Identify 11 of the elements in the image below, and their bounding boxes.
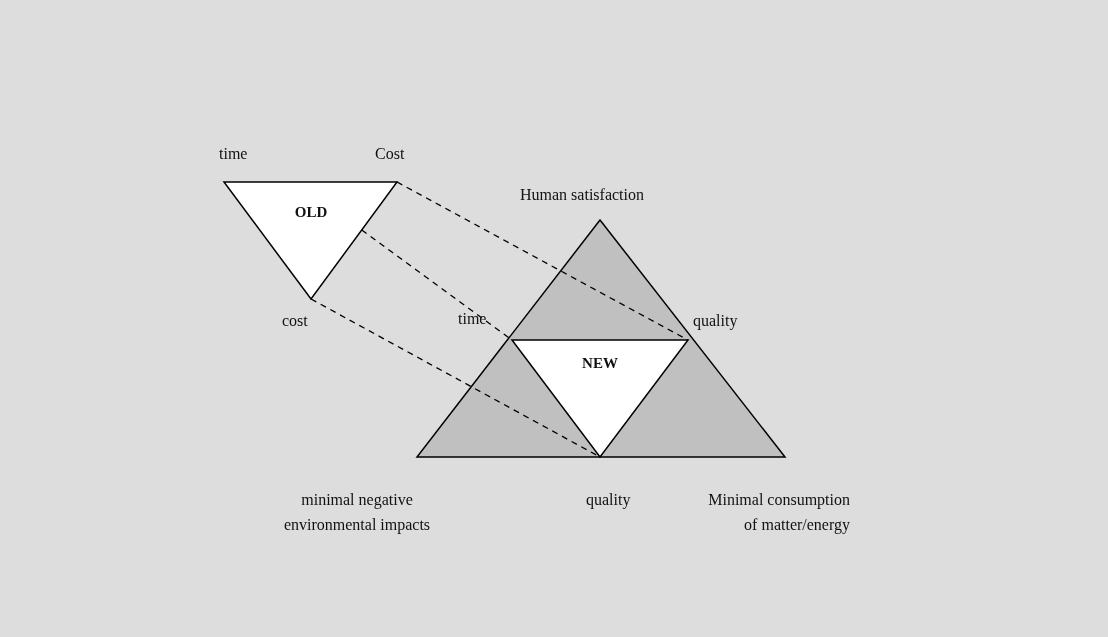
triangle-label: NEW — [582, 355, 618, 372]
vertex-label: quality — [693, 311, 739, 332]
corner-label: Minimal consumption of matter/energy — [707, 490, 850, 536]
triangle-label: OLD — [294, 204, 328, 221]
vertex-label: quality — [586, 490, 632, 511]
corner-label: minimal negative environmental impacts — [282, 490, 432, 536]
vertex-label: time — [219, 144, 249, 164]
vertex-label: time — [458, 309, 488, 329]
vertex-label: Cost — [375, 144, 406, 164]
vertex-label: cost — [282, 311, 309, 331]
vertex-label: Human satisfaction — [520, 185, 645, 205]
